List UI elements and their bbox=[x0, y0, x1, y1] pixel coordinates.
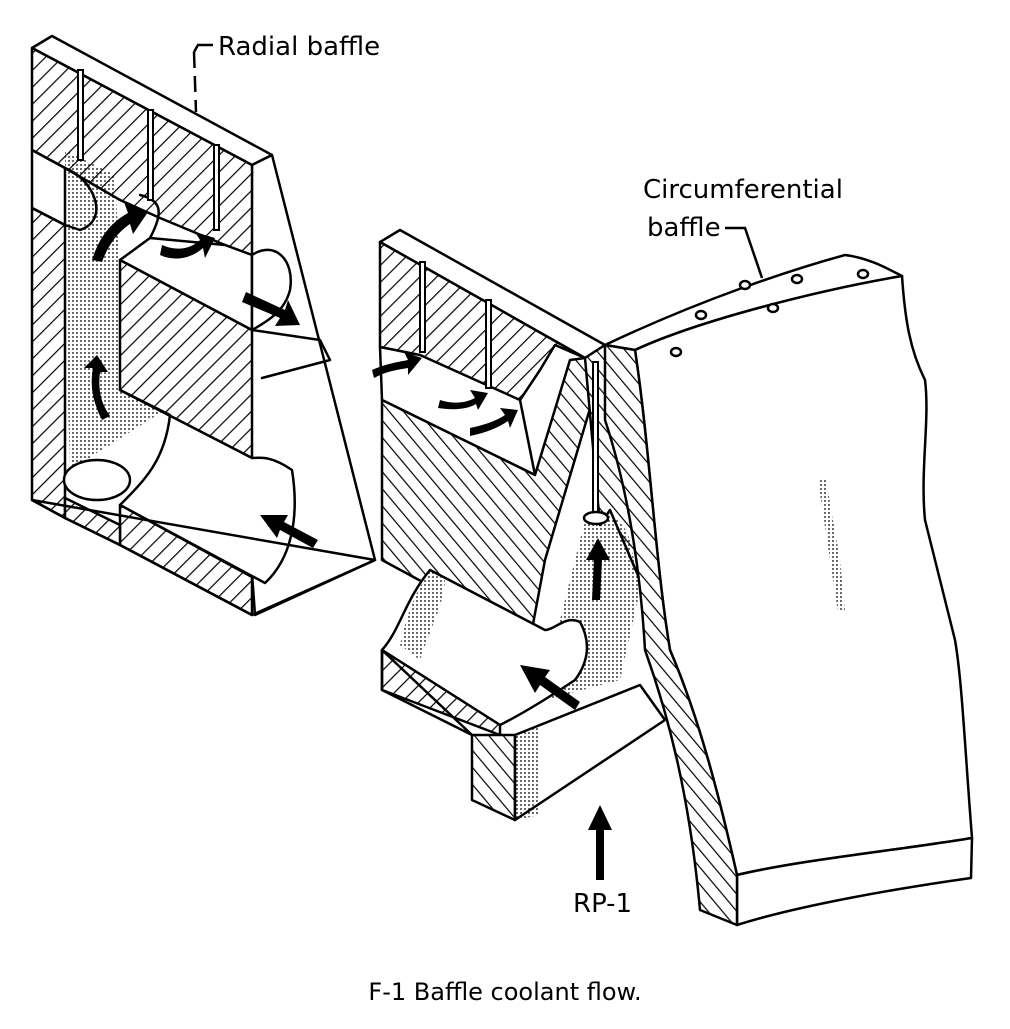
junction-section bbox=[372, 228, 667, 880]
rp1-inlet-arrow bbox=[588, 805, 612, 880]
baffle-hole bbox=[856, 268, 870, 280]
flow-arrow bbox=[260, 515, 318, 548]
radial-baffle-slot bbox=[77, 69, 84, 161]
circumferential-baffle-callout: Circumferential baffle bbox=[643, 175, 843, 279]
junction-slot bbox=[485, 299, 492, 389]
radial-baffle-lower-passage bbox=[118, 388, 296, 585]
circumferential-baffle-label-line2: baffle bbox=[647, 213, 721, 243]
radial-baffle-label: Radial baffle bbox=[218, 32, 380, 62]
flow-arrow bbox=[586, 538, 610, 600]
circumferential-baffle-label-line1: Circumferential bbox=[643, 175, 843, 205]
flow-arrow bbox=[470, 408, 518, 436]
junction-slot bbox=[419, 261, 426, 353]
radial-baffle-center-top bbox=[118, 236, 254, 332]
radial-baffle-section bbox=[30, 34, 377, 617]
circumferential-baffle-section bbox=[603, 253, 974, 927]
flow-arrow bbox=[160, 232, 215, 259]
radial-baffle-callout: Radial baffle bbox=[192, 32, 380, 113]
flow-arrow bbox=[438, 390, 488, 410]
rp1-label: RP-1 bbox=[573, 889, 632, 919]
radial-baffle-left-wall bbox=[30, 206, 67, 520]
baffle-hole bbox=[790, 273, 804, 285]
flow-arrow bbox=[520, 665, 580, 710]
baffle-hole bbox=[738, 279, 752, 291]
circumferential-baffle-cross-section bbox=[603, 343, 739, 927]
radial-baffle-slot bbox=[213, 144, 220, 231]
junction-slot bbox=[592, 361, 599, 513]
flow-arrow bbox=[372, 352, 422, 378]
junction-base-front bbox=[470, 733, 517, 822]
baffle-hole bbox=[669, 346, 683, 358]
flow-arrow bbox=[92, 202, 148, 262]
radial-baffle-slot bbox=[147, 109, 154, 201]
flow-arrow bbox=[242, 292, 300, 326]
flow-arrow bbox=[84, 355, 110, 420]
baffle-hole bbox=[766, 302, 780, 314]
radial-baffle-channel-shading bbox=[65, 150, 165, 470]
baffle-hole bbox=[694, 309, 708, 321]
radial-baffle-inlet-port bbox=[62, 458, 132, 502]
figure-caption: F-1 Baffle coolant flow. bbox=[368, 978, 641, 1006]
